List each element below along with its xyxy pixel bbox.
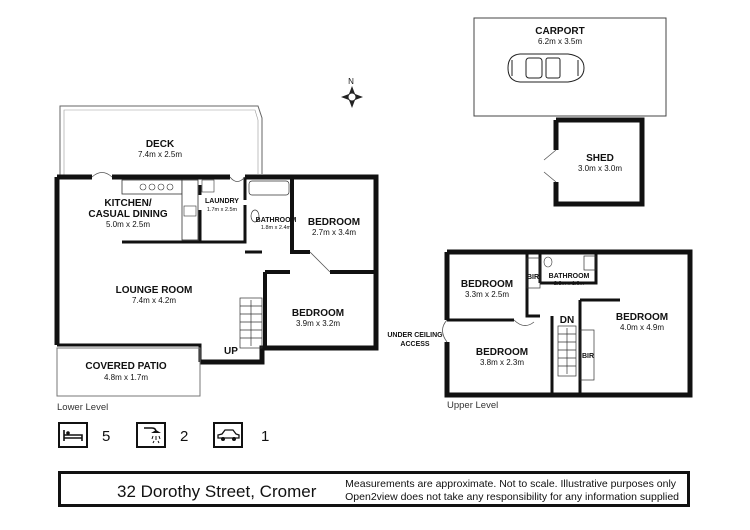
under-ceiling-line1: UNDER CEILING xyxy=(387,332,443,339)
deck-dims: 7.4m x 2.5m xyxy=(138,150,182,159)
covered-patio-name: COVERED PATIO xyxy=(85,361,167,372)
north-compass: N xyxy=(341,77,363,108)
laundry-dims: 1.7m x 2.5m xyxy=(207,207,238,213)
disclaimer-line1: Measurements are approximate. Not to sca… xyxy=(345,478,677,490)
car-icon xyxy=(217,429,240,441)
property-address: 32 Dorothy Street, Cromer xyxy=(117,482,317,501)
kitchen-name-line1: KITCHEN/ xyxy=(104,198,151,209)
bathroom-lower-name: BATHROOM xyxy=(256,217,297,224)
lounge-name: LOUNGE ROOM xyxy=(116,285,193,296)
bir-upper-right: BIR xyxy=(582,353,594,360)
carport-name: CARPORT xyxy=(535,26,584,37)
bed-icon xyxy=(63,430,83,441)
bedroom-upper-1-name: BEDROOM xyxy=(461,279,513,290)
shed-dims: 3.0m x 3.0m xyxy=(578,164,622,173)
upper-stair xyxy=(557,325,577,377)
car-icon-box xyxy=(213,422,243,448)
lower-level: DECK 7.4m x 2.5m KITCHEN/ CASUAL DINING … xyxy=(54,105,379,413)
disclaimer: Measurements are approximate. Not to sca… xyxy=(345,478,679,503)
up-label: UP xyxy=(224,346,238,357)
bathroom-count: 2 xyxy=(180,428,189,445)
parking-count: 1 xyxy=(261,428,270,445)
upper-level-label: Upper Level xyxy=(447,400,498,411)
bir-upper-left: BIR xyxy=(527,274,539,281)
deck-name: DECK xyxy=(146,139,175,150)
bathroom-upper-name: BATHROOM xyxy=(549,273,590,280)
bedroom-upper-2-name: BEDROOM xyxy=(476,347,528,358)
lower-stair xyxy=(239,297,263,349)
north-label: N xyxy=(348,77,354,86)
bedroom-lower-2-name: BEDROOM xyxy=(292,308,344,319)
bedroom-lower-2-dims: 3.9m x 3.2m xyxy=(296,319,340,328)
under-ceiling-line2: ACCESS xyxy=(400,341,430,348)
bedroom-count: 5 xyxy=(102,428,111,445)
kitchen-dims: 5.0m x 2.5m xyxy=(106,220,150,229)
disclaimer-line2: Open2view does not take any responsibili… xyxy=(345,490,679,503)
bedroom-upper-2-dims: 3.8m x 2.3m xyxy=(480,358,524,367)
bedroom-upper-1-dims: 3.3m x 2.5m xyxy=(465,290,509,299)
shower-icon-box xyxy=(136,422,166,448)
bed-icon-box xyxy=(58,422,88,448)
bathroom-upper-dims: 2.3m x 1.0m xyxy=(554,281,585,287)
shower-icon xyxy=(144,427,161,444)
covered-patio-dims: 4.8m x 1.7m xyxy=(104,373,148,382)
floor-plan: CARPORT 6.2m x 3.5m SHED 3.0m x 3.0m N xyxy=(54,17,693,413)
bathroom-lower-dims: 1.8m x 2.4m xyxy=(261,225,292,231)
shed-name: SHED xyxy=(586,153,614,164)
lounge-dims: 7.4m x 4.2m xyxy=(132,296,176,305)
carport: CARPORT 6.2m x 3.5m xyxy=(473,17,667,117)
bedroom-upper-3-dims: 4.0m x 4.9m xyxy=(620,323,664,332)
dn-label: DN xyxy=(560,315,574,326)
upper-level: BEDROOM 3.3m x 2.5m BIR BATHROOM 2.3m x … xyxy=(387,249,693,411)
bedroom-lower-1-name: BEDROOM xyxy=(308,217,360,228)
carport-dims: 6.2m x 3.5m xyxy=(538,37,582,46)
kitchen-name-line2: CASUAL DINING xyxy=(88,209,167,220)
bedroom-upper-3-name: BEDROOM xyxy=(616,312,668,323)
lower-level-label: Lower Level xyxy=(57,402,108,413)
car-icon xyxy=(507,53,585,83)
laundry-name: LAUNDRY xyxy=(205,198,239,205)
bedroom-lower-1-dims: 2.7m x 3.4m xyxy=(312,228,356,237)
shed: SHED 3.0m x 3.0m xyxy=(543,117,645,207)
footer-box: 32 Dorothy Street, Cromer Measurements a… xyxy=(58,471,690,507)
compass-icon xyxy=(341,86,363,108)
